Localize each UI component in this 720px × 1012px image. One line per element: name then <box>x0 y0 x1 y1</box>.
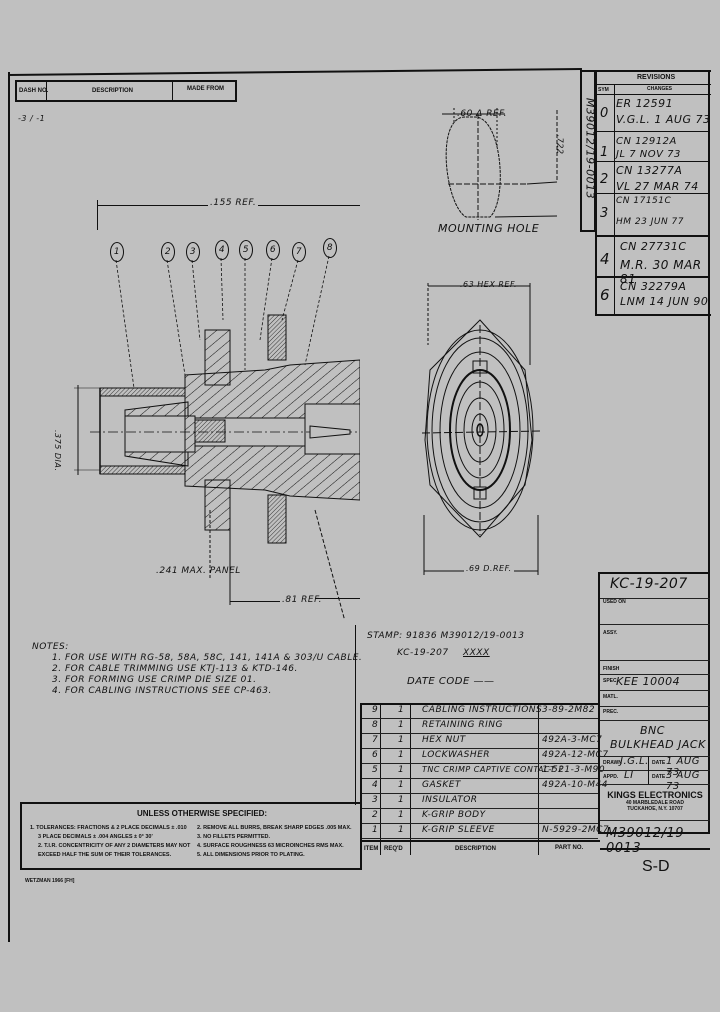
overall-length-dim: .155 REF. <box>208 198 259 208</box>
tolerances-title: UNLESS OTHERWISE SPECIFIED: <box>137 809 268 818</box>
matl-cell: MATL. <box>600 690 710 707</box>
right-border <box>708 72 710 832</box>
ref-dim-line <box>230 601 280 602</box>
revisions-title: REVISIONS <box>637 74 676 81</box>
stamp-line1: STAMP: 91836 M39012/19-0013 <box>367 631 525 641</box>
finish-cell: FINISH <box>600 660 710 675</box>
tolerance-item: 1. TOLERANCES: FRACTIONS & 2 PLACE DECIM… <box>30 825 187 831</box>
left-border <box>8 72 10 942</box>
dash-no-header: DASH NO. <box>19 88 49 94</box>
drawn-date: 1 AUG 73 <box>666 756 700 778</box>
balloon-5: 5 <box>239 240 253 260</box>
rev-sym-header: SYM <box>598 87 609 93</box>
tolerances-block: UNLESS OTHERWISE SPECIFIED: 1. TOLERANCE… <box>20 802 362 870</box>
assy-cell: ASSY. <box>600 624 710 661</box>
tolerance-item: EXCEED HALF THE SUM OF THEIR TOLERANCES. <box>38 852 172 858</box>
balloon-7: 7 <box>292 242 306 262</box>
mounting-hole-view: .60 Δ REF. .722 MOUNTING HOLE <box>430 100 590 250</box>
approved-by: LI <box>624 770 634 781</box>
mounting-hole-label: MOUNTING HOLE <box>438 222 540 235</box>
bom-table <box>360 703 600 856</box>
balloon-1: 1 <box>110 242 124 262</box>
spec-cell: SPEC. KEE 10004 <box>600 674 710 691</box>
company-cell: KINGS ELECTRONICS 40 MARBLEDALE ROAD TUC… <box>600 784 710 821</box>
drawing-number: M39012/19-0013 <box>606 826 690 856</box>
revisions-right-border <box>708 70 710 316</box>
cross-section-drawing: .155 REF. 1 2 3 4 5 6 7 8 <box>53 190 360 620</box>
company-address2: TUCKAHOE, N.Y. 10707 <box>627 806 683 812</box>
hex-dim: .63 HEX REF. <box>458 280 520 289</box>
title-cell: BNC BULKHEAD JACK <box>600 720 710 757</box>
bom-separator <box>360 840 600 842</box>
dash-marks: -3 / -1 <box>18 114 46 123</box>
spec-value: KEE 10004 <box>616 675 681 688</box>
company-name: KINGS ELECTRONICS <box>607 790 703 800</box>
balloon-4: 4 <box>215 240 229 260</box>
note-item: 4. FOR CABLING INSTRUCTIONS SEE CP-463. <box>52 686 272 696</box>
tolerance-item: 4. SURFACE ROUGHNESS 63 MICROINCHES RMS … <box>197 843 344 849</box>
made-from-header: MADE FROM <box>187 86 224 92</box>
top-border <box>7 67 582 76</box>
appd-cell: APPD. LI DATE 3 AUG 73 <box>600 770 710 792</box>
note-item: 1. FOR USE WITH RG-58, 58A, 58C, 141, 14… <box>52 653 363 663</box>
note-item: 2. FOR CABLE TRIMMING USE KTJ-113 & KTD-… <box>52 664 298 674</box>
connector-section-svg <box>74 255 360 620</box>
dia-bottom-dim: .69 D.REF. <box>464 564 514 573</box>
balloon-6: 6 <box>266 240 280 260</box>
title-line2: BULKHEAD JACK <box>610 738 706 751</box>
balloon-2: 2 <box>161 242 175 262</box>
footer-code: WETZMAN 1966 [FH] <box>25 878 75 884</box>
ref-number-cell: KC-19-207 <box>600 572 710 599</box>
drawing-number-cell: M39012/19-0013 <box>600 820 710 856</box>
end-view: .63 HEX REF. .69 D.REF. <box>420 275 590 575</box>
stamp-code: XXXX <box>463 648 490 658</box>
company-address1: 40 MARBLEDALE ROAD <box>625 800 685 806</box>
description-header: DESCRIPTION <box>92 88 134 94</box>
balloon-8: 8 <box>323 238 337 258</box>
drawn-cell: DRAWN J.G.L. DATE 1 AUG 73 <box>600 756 710 784</box>
dia-dim: .375 DIA. <box>53 430 62 472</box>
ref-dim-line-right <box>315 598 360 599</box>
tolerance-item: 2. REMOVE ALL BURRS, BREAK SHARP EDGES .… <box>197 825 352 831</box>
dash-table: DASH NO. DESCRIPTION MADE FROM <box>15 80 237 102</box>
tolerance-item: 3 PLACE DECIMALS ± .004 ANGLES ± 0° 30' <box>38 834 153 840</box>
note-item: 3. FOR FORMING USE CRIMP DIE SIZE 01. <box>52 675 257 685</box>
notes-title: NOTES: <box>32 642 69 652</box>
title-block <box>598 572 710 834</box>
stamp-leader <box>355 625 356 805</box>
notes: NOTES: 1. FOR USE WITH RG-58, 58A, 58C, … <box>32 642 362 696</box>
tolerance-item: 3. NO FILLETS PERMITTED. <box>197 834 271 840</box>
balloon-3: 3 <box>186 242 200 262</box>
drawn-by: J.G.L. <box>620 756 649 767</box>
bom-header: ITEM REQ'D DESCRIPTION PART NO. <box>364 845 584 852</box>
tolerance-item: 5. ALL DIMENSIONS PRIOR TO PLATING. <box>197 852 305 858</box>
approved-date: 3 AUG 73 <box>666 770 700 792</box>
prec-cell: PREC. <box>600 706 710 721</box>
panel-dim: .241 MAX. PANEL <box>156 566 241 576</box>
title-line1: BNC <box>640 724 665 737</box>
mounting-hole-side-dim: .722 <box>555 134 565 155</box>
rev-changes-header: CHANGES <box>647 86 673 92</box>
size-code: S-D <box>642 858 670 875</box>
stamp-line2: KC-19-207 <box>397 648 449 658</box>
date-code: DATE CODE —— <box>407 676 495 687</box>
tolerance-item: 2. T.I.R. CONCENTRICITY OF ANY 2 DIAMETE… <box>38 843 191 849</box>
used-on-cell: USED ON <box>600 598 710 625</box>
ref-number: KC-19-207 <box>610 576 688 592</box>
ref-dim: .81 REF. <box>282 595 322 605</box>
